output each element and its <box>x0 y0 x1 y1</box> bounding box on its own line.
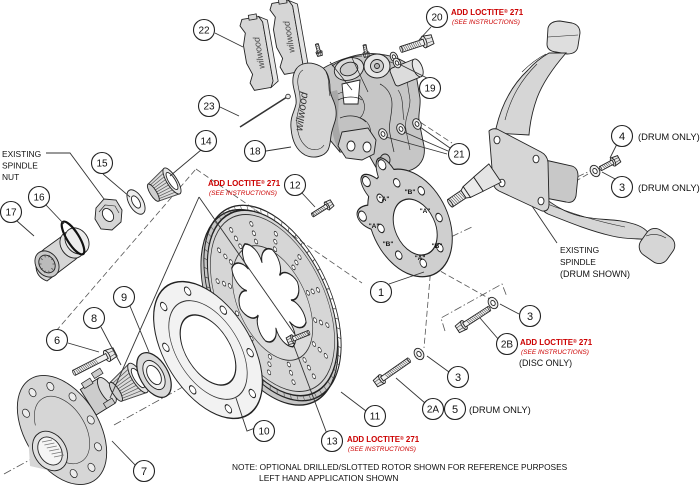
svg-text:4: 4 <box>619 131 625 143</box>
svg-text:"B": "B" <box>383 241 394 248</box>
svg-text:11: 11 <box>370 412 381 423</box>
svg-text:(DRUM ONLY): (DRUM ONLY) <box>638 131 700 142</box>
svg-text:EXISTING: EXISTING <box>560 245 599 255</box>
svg-text:"B": "B" <box>432 243 443 250</box>
svg-text:2A: 2A <box>427 405 440 416</box>
svg-text:"A": "A" <box>379 196 390 203</box>
svg-text:15: 15 <box>96 159 108 170</box>
svg-text:6: 6 <box>54 335 60 347</box>
svg-text:7: 7 <box>141 466 147 478</box>
svg-text:18: 18 <box>249 147 261 158</box>
svg-text:SPINDLE: SPINDLE <box>2 161 38 171</box>
svg-text:LEFT HAND APPLICATION SHOWN: LEFT HAND APPLICATION SHOWN <box>259 473 399 483</box>
svg-text:23: 23 <box>203 102 215 113</box>
svg-text:3: 3 <box>455 372 461 384</box>
svg-text:"A": "A" <box>369 223 380 230</box>
svg-text:NUT: NUT <box>2 172 19 182</box>
svg-text:(SEE INSTRUCTIONS): (SEE INSTRUCTIONS) <box>521 349 589 356</box>
svg-text:19: 19 <box>424 84 436 95</box>
svg-text:2B: 2B <box>501 340 514 351</box>
svg-text:13: 13 <box>326 437 338 448</box>
svg-text:1: 1 <box>378 287 384 299</box>
svg-text:(SEE INSTRUCTIONS): (SEE INSTRUCTIONS) <box>348 446 416 453</box>
svg-text:ADD LOCTITE® 271: ADD LOCTITE® 271 <box>347 435 420 444</box>
svg-text:"A": "A" <box>415 255 426 262</box>
svg-text:16: 16 <box>33 193 45 204</box>
svg-text:(SEE INSTRUCTIONS): (SEE INSTRUCTIONS) <box>452 19 520 26</box>
svg-text:SPINDLE: SPINDLE <box>560 257 596 267</box>
svg-text:"A": "A" <box>420 208 431 215</box>
svg-text:(DISC ONLY): (DISC ONLY) <box>519 358 572 368</box>
svg-text:(DRUM SHOWN): (DRUM SHOWN) <box>560 269 630 279</box>
svg-text:5: 5 <box>452 404 458 416</box>
svg-text:EXISTING: EXISTING <box>2 149 41 159</box>
svg-text:"B": "B" <box>405 189 416 196</box>
svg-text:20: 20 <box>431 13 443 24</box>
svg-text:8: 8 <box>91 313 97 325</box>
svg-text:3: 3 <box>619 182 625 194</box>
svg-text:9: 9 <box>121 292 127 304</box>
svg-text:21: 21 <box>453 150 465 161</box>
svg-text:12: 12 <box>289 181 301 192</box>
svg-text:NOTE: OPTIONAL DRILLED/SLOTTED: NOTE: OPTIONAL DRILLED/SLOTTED ROTOR SHO… <box>232 462 568 472</box>
svg-text:10: 10 <box>258 427 270 438</box>
svg-text:wilwood: wilwood <box>293 91 310 132</box>
svg-text:ADD LOCTITE® 271: ADD LOCTITE® 271 <box>451 8 524 17</box>
svg-text:(SEE INSTRUCTIONS): (SEE INSTRUCTIONS) <box>209 190 277 197</box>
svg-text:ADD LOCTITE® 271: ADD LOCTITE® 271 <box>208 179 281 188</box>
svg-text:ADD LOCTITE® 271: ADD LOCTITE® 271 <box>520 338 593 347</box>
svg-text:14: 14 <box>200 137 212 148</box>
svg-text:3: 3 <box>527 311 533 323</box>
svg-text:17: 17 <box>5 208 17 219</box>
svg-text:22: 22 <box>198 26 210 37</box>
svg-text:(DRUM ONLY): (DRUM ONLY) <box>638 182 700 193</box>
svg-text:(DRUM ONLY): (DRUM ONLY) <box>469 404 531 415</box>
